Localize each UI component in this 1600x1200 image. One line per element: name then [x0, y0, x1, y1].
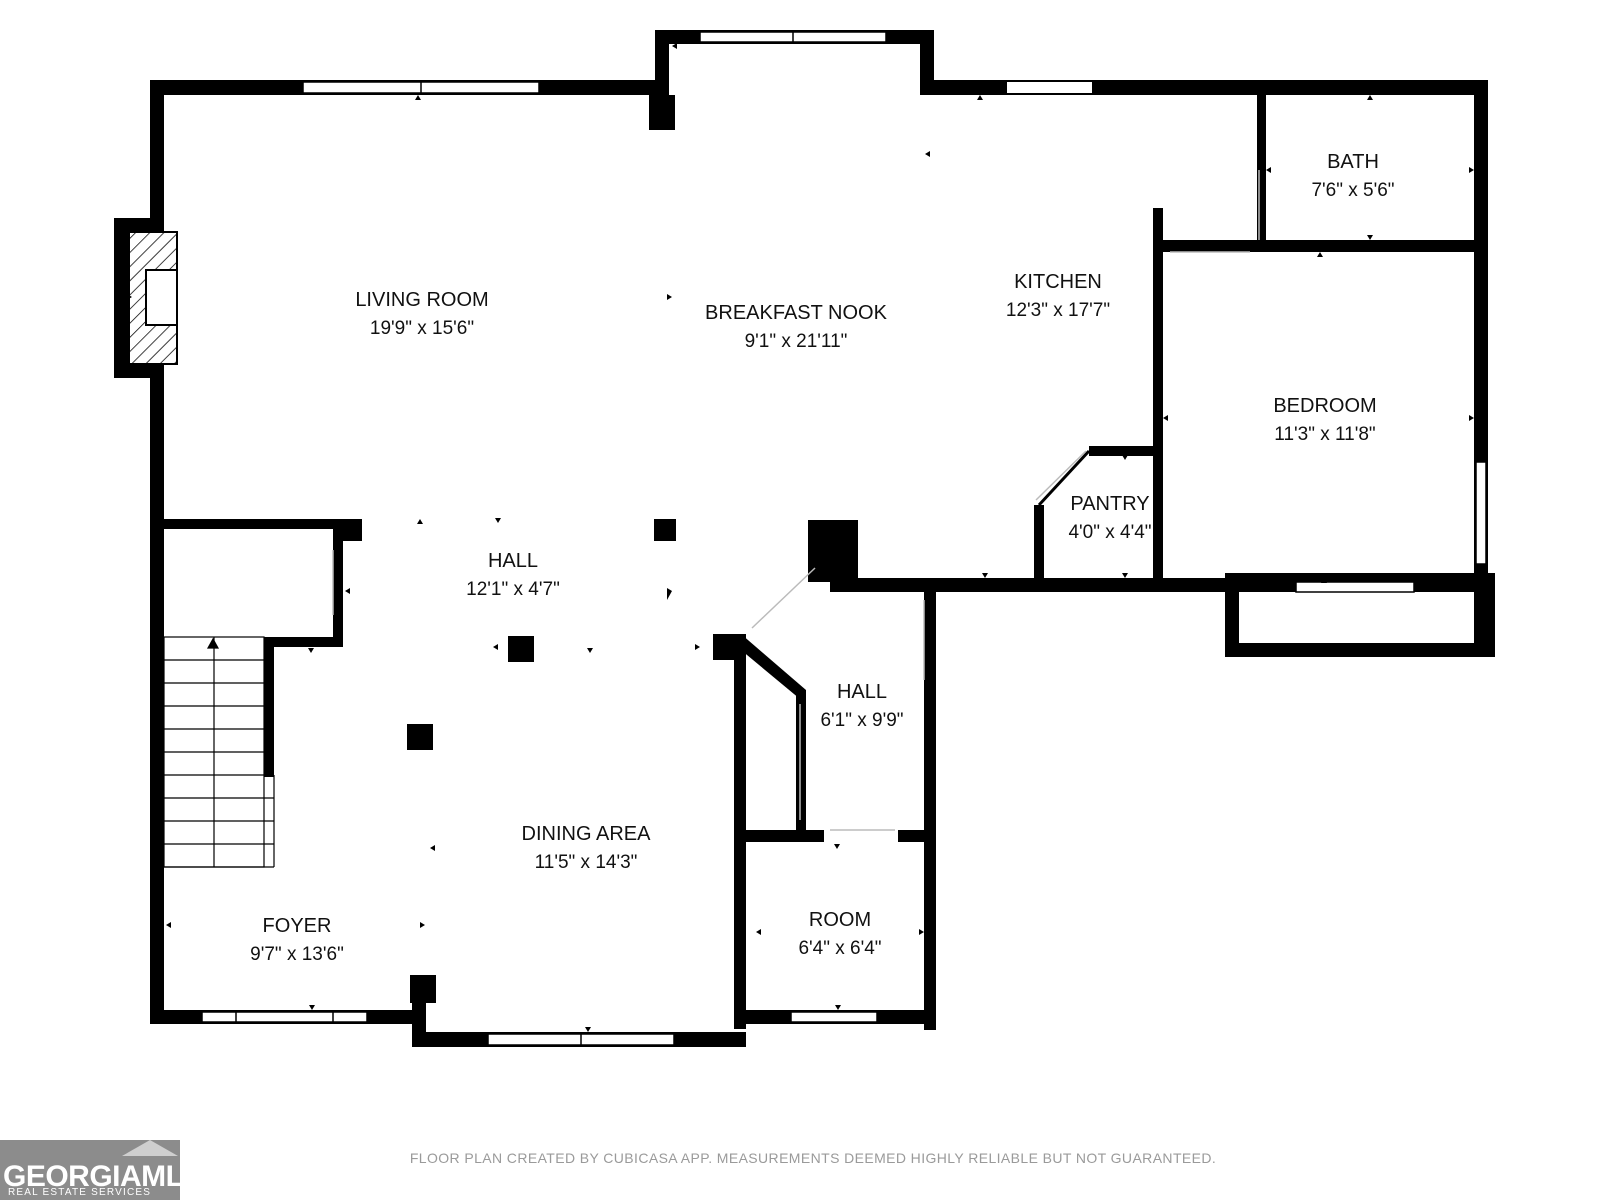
- room-name: ROOM: [809, 909, 871, 931]
- room-name: HALL: [837, 681, 887, 703]
- room-name: DINING AREA: [522, 823, 652, 845]
- room-dimensions: 12'1" x 4'7": [466, 579, 560, 600]
- room-dimensions: 4'0" x 4'4": [1068, 522, 1151, 543]
- room-name: BREAKFAST NOOK: [705, 302, 888, 324]
- room-name: FOYER: [263, 915, 332, 937]
- room-dimensions: 19'9" x 15'6": [370, 318, 474, 339]
- room-label-room: ROOM 6'4" x 6'4": [798, 909, 881, 959]
- room-label-kitchen: KITCHEN 12'3" x 17'7": [1006, 271, 1110, 321]
- room-name: BEDROOM: [1273, 395, 1376, 417]
- room-dimensions: 12'3" x 17'7": [1006, 300, 1110, 321]
- room-dimensions: 9'7" x 13'6": [250, 944, 344, 965]
- room-label-hall-main: HALL 12'1" x 4'7": [466, 550, 560, 600]
- room-label-bath: BATH 7'6" x 5'6": [1311, 151, 1394, 201]
- room-name: PANTRY: [1070, 493, 1149, 515]
- room-label-dining: DINING AREA 11'5" x 14'3": [522, 823, 652, 873]
- room-label-bedroom: BEDROOM 11'3" x 11'8": [1273, 395, 1376, 445]
- dimension-markers: [127, 43, 1474, 1032]
- room-dimensions: 6'4" x 6'4": [798, 938, 881, 959]
- fireplace: [128, 231, 178, 365]
- room-name: BATH: [1327, 151, 1379, 173]
- room-label-breakfast-nook: BREAKFAST NOOK 9'1" x 21'11": [705, 302, 888, 352]
- disclaimer: FLOOR PLAN CREATED BY CUBICASA APP. MEAS…: [409, 1150, 1217, 1166]
- staircase: [163, 636, 275, 868]
- room-name: LIVING ROOM: [355, 289, 488, 311]
- pillar: [649, 95, 675, 130]
- logo-subtitle: REAL ESTATE SERVICES: [8, 1187, 152, 1198]
- room-dimensions: 11'5" x 14'3": [535, 852, 638, 873]
- room-dimensions: 6'1" x 9'9": [820, 710, 903, 731]
- windows: [201, 31, 1487, 1046]
- room-name: KITCHEN: [1014, 271, 1102, 293]
- room-dimensions: 7'6" x 5'6": [1311, 180, 1394, 201]
- door-openings: [332, 170, 1260, 831]
- room-name: HALL: [488, 550, 538, 572]
- room-dimensions: 11'3" x 11'8": [1274, 424, 1375, 445]
- logo-roof-icon: [122, 1140, 178, 1156]
- walls: [114, 30, 1495, 1047]
- room-label-foyer: FOYER 9'7" x 13'6": [250, 915, 344, 965]
- logo-text: GEORGIAMLS: [3, 1160, 204, 1193]
- room-label-pantry: PANTRY 4'0" x 4'4": [1068, 493, 1151, 543]
- room-label-hall-side: HALL 6'1" x 9'9": [820, 681, 903, 731]
- room-dimensions: 9'1" x 21'11": [745, 331, 848, 352]
- room-label-living: LIVING ROOM 19'9" x 15'6": [355, 289, 488, 339]
